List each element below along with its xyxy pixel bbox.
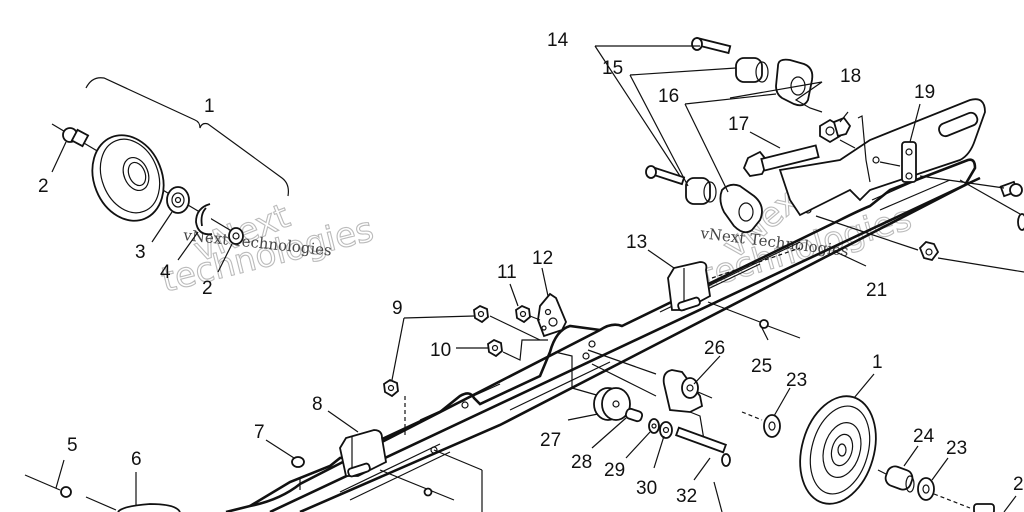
callout-26: 26 — [704, 338, 725, 359]
rail-tip-6 — [117, 503, 181, 512]
callout-2-right: 2 — [1013, 474, 1024, 495]
callout-15: 15 — [602, 58, 623, 79]
callout-13: 13 — [626, 232, 647, 253]
callout-16: 16 — [658, 86, 679, 107]
nut-icon — [383, 378, 399, 398]
washer-29 — [648, 418, 660, 434]
stopper-lower — [645, 165, 763, 234]
suspension-rail — [225, 158, 981, 512]
bushing-icon — [735, 57, 763, 83]
pivot-bracket-26 — [662, 369, 704, 413]
bearing-icon — [166, 186, 190, 214]
nut-icon — [515, 304, 531, 324]
idler-wheel-right — [799, 395, 877, 505]
callout-29: 29 — [604, 460, 625, 481]
bolt-32 — [674, 426, 731, 467]
nut-icon — [473, 304, 489, 324]
callout-2-lower: 2 — [202, 278, 213, 299]
nut-icon — [487, 338, 503, 358]
bracket-12 — [537, 292, 567, 338]
watermark-left: vNext technologies vNext Technologies — [157, 195, 378, 301]
callout-24: 24 — [913, 426, 935, 447]
callout-23-upper: 23 — [786, 370, 807, 391]
callout-1-right: 1 — [872, 352, 883, 373]
lock-nut-18 — [819, 116, 852, 144]
callout-30: 30 — [636, 478, 657, 499]
long-bolt-17 — [742, 144, 820, 177]
rear-bracket-plate — [778, 98, 986, 217]
spacer-28 — [624, 407, 644, 423]
slide-clip-8 — [339, 429, 387, 478]
screw-25 — [759, 319, 801, 339]
callout-11: 11 — [497, 262, 517, 283]
callout-23-lower: 23 — [946, 438, 967, 459]
group-bracket — [85, 77, 289, 197]
callout-28: 28 — [571, 452, 592, 473]
callouts: 1 2 3 4 2 5 6 7 8 9 10 11 12 13 14 15 16… — [38, 30, 1024, 507]
washer-23-right — [917, 477, 935, 501]
washer-23-left — [763, 414, 781, 438]
nut-icon — [918, 241, 940, 262]
spacer-24 — [884, 465, 915, 493]
callout-32: 32 — [676, 486, 697, 507]
callout-27: 27 — [540, 430, 561, 451]
callout-25: 25 — [751, 356, 772, 377]
callout-4: 4 — [160, 262, 171, 283]
snap-ring-icon — [195, 203, 213, 236]
callout-12: 12 — [532, 248, 553, 269]
idler-wheel-assembly-left — [51, 77, 289, 273]
callout-7: 7 — [254, 422, 265, 443]
bolt-icon — [62, 127, 90, 148]
callout-14: 14 — [547, 30, 569, 51]
stopper-upper — [691, 36, 814, 107]
callout-19: 19 — [914, 82, 935, 103]
stopper-block-icon — [719, 183, 763, 234]
callout-3: 3 — [135, 242, 146, 263]
callout-10: 10 — [430, 340, 451, 361]
callout-17: 17 — [728, 114, 749, 135]
screw-5 — [24, 474, 117, 511]
callout-18: 18 — [840, 66, 861, 87]
callout-21: 21 — [866, 280, 887, 301]
bushing-icon — [685, 177, 711, 205]
callout-9: 9 — [392, 298, 403, 319]
callout-6: 6 — [131, 449, 142, 470]
callout-1-left: 1 — [204, 96, 215, 117]
nut-icon — [291, 456, 305, 468]
bolt-icon — [228, 227, 244, 245]
callout-5: 5 — [67, 435, 78, 456]
callout-2-left: 2 — [38, 176, 49, 197]
stopper-block-icon — [775, 58, 814, 107]
wheel-27 — [593, 387, 631, 421]
bolt-icon — [999, 180, 1023, 198]
idler-wheel-icon — [91, 134, 165, 222]
slide-clip-13 — [667, 261, 711, 312]
callout-8: 8 — [312, 394, 323, 415]
washer-30 — [659, 421, 673, 439]
